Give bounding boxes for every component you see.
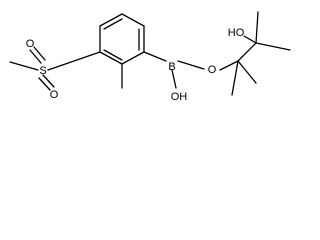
- ring-to-sulfur-bond: [47, 51, 101, 71]
- benzene-ring: [99, 13, 145, 65]
- ring-double-bond-top: [103, 18, 123, 30]
- sulfur-oxygen-top-bond-b: [33, 46, 46, 61]
- sulfur-oxygen-top-bond-a: [29, 49, 42, 64]
- quaternary-carbon-methyl-left-bond: [231, 60, 239, 96]
- sulfur-methyl-bond: [9, 61, 39, 71]
- boron-ester-oxygen-bond: [177, 60, 205, 70]
- second-carbon-methyl-right-bond: [255, 42, 291, 51]
- boron-hydroxyl-label: OH: [171, 91, 188, 103]
- boron-hydroxyl-bond: [171, 69, 177, 89]
- ester-oxygen-label: O: [208, 64, 217, 76]
- boron-label: B: [168, 61, 175, 73]
- ring-bond-5: [99, 51, 123, 65]
- ring-bond-4: [121, 51, 145, 65]
- sulfonyl-oxygen-top-label: O: [26, 38, 35, 50]
- ring-to-boron-bond: [143, 51, 167, 62]
- molecule-diagram: S O O B OH O HO: [9, 11, 291, 103]
- sulfur-oxygen-bottom-bond-b: [42, 74, 55, 88]
- structure-canvas: S O O B OH O HO: [9, 11, 291, 103]
- boronic-ester-group: B OH O: [143, 51, 217, 103]
- sulfur-oxygen-bottom-bond-a: [38, 77, 51, 91]
- ring-bond-2: [121, 13, 145, 27]
- second-carbon-methyl-top-bond: [255, 11, 259, 44]
- sulfonyl-oxygen-bottom-label: O: [50, 89, 59, 101]
- carbon-carbon-bond: [237, 42, 257, 62]
- ring-double-bond-bottom: [103, 49, 123, 61]
- ring-bond-1: [99, 13, 123, 27]
- pinacol-hydroxyl-label: HO: [228, 27, 245, 39]
- second-carbon-hydroxyl-bond: [243, 35, 257, 44]
- pinacol-fragment: HO: [219, 11, 291, 96]
- ester-oxygen-to-quaternary-carbon-bond: [219, 60, 239, 71]
- sulfur-label: S: [39, 65, 46, 77]
- methylsulfonyl-group: S O O: [9, 38, 101, 101]
- quaternary-carbon-methyl-right-bond: [237, 60, 257, 84]
